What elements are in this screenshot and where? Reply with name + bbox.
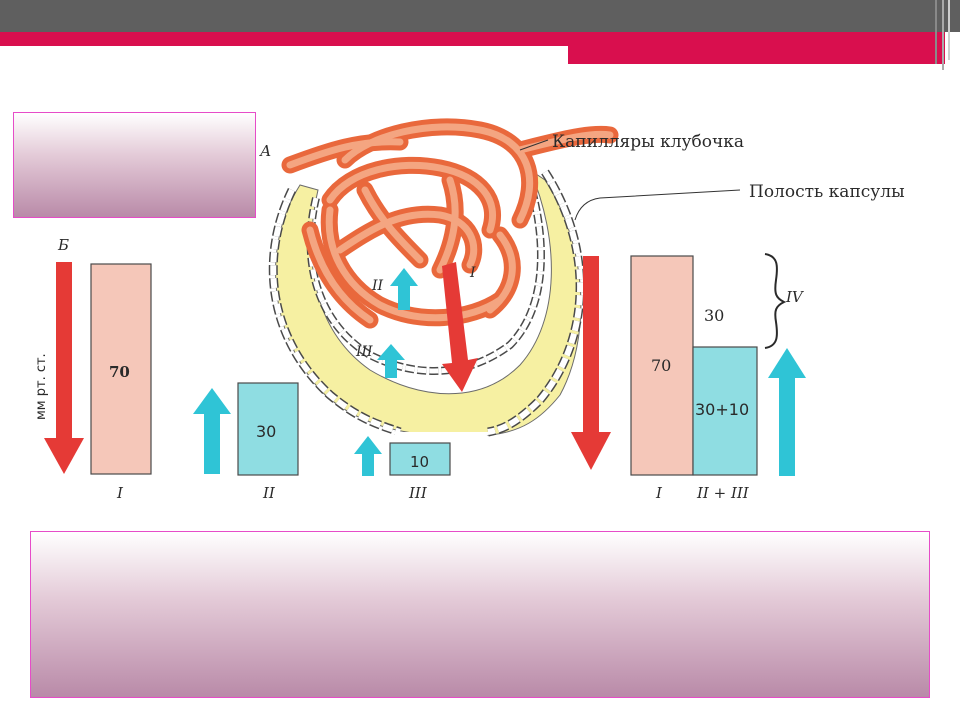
arrow-label-1: I <box>469 265 476 281</box>
roman-1-right: I <box>655 484 663 502</box>
bar-3-value: 10 <box>410 453 429 471</box>
label-a: А <box>259 142 271 160</box>
cyan-arrow-small <box>377 344 405 378</box>
red-arrow-pressure <box>44 262 84 474</box>
roman-2-3: II + III <box>696 484 750 502</box>
bar-4-top <box>630 255 694 476</box>
arrow-label-2: II <box>371 278 384 294</box>
label-capsule-cavity: Полость капсулы <box>749 182 905 202</box>
roman-3: III <box>408 484 428 502</box>
bar-2 <box>237 382 299 476</box>
bar-4-bottom-value: 30+10 <box>695 400 749 419</box>
bar-4-top-value: 70 <box>651 356 671 375</box>
cyan-arrow-small <box>390 268 418 310</box>
accent-bar <box>0 32 945 46</box>
roman-4: IV <box>785 288 805 306</box>
cyan-arrow-right <box>768 348 806 476</box>
caption-placeholder-box <box>30 531 930 698</box>
capillary-tuft <box>281 118 619 329</box>
roman-1: I <box>116 484 124 502</box>
brace <box>764 253 787 349</box>
difference-value: 30 <box>704 306 724 325</box>
text-placeholder-box <box>13 112 256 218</box>
label-b: Б <box>57 236 69 254</box>
arrow-label-3: III <box>355 344 373 360</box>
decor-line <box>935 0 937 64</box>
bar-2-value: 30 <box>256 422 276 441</box>
bar-4-bottom <box>692 346 758 476</box>
label-capillaries: Капилляры клубочка <box>552 132 744 152</box>
red-arrow-right <box>571 256 611 470</box>
red-arrow-1 <box>442 262 478 392</box>
decor-line <box>948 0 950 60</box>
accent-block <box>568 46 945 64</box>
roman-2: II <box>262 484 276 502</box>
leader-line <box>519 139 549 151</box>
bar-3 <box>389 442 451 476</box>
bar-1-value: 70 <box>109 363 130 381</box>
bar-1 <box>90 263 152 475</box>
cyan-arrow-2 <box>193 388 231 474</box>
header-bar <box>0 0 960 32</box>
leader-line <box>574 189 741 221</box>
cyan-arrow-3 <box>354 436 382 476</box>
label-unit: мм рт. ст. <box>34 353 49 420</box>
decor-line <box>942 0 944 70</box>
